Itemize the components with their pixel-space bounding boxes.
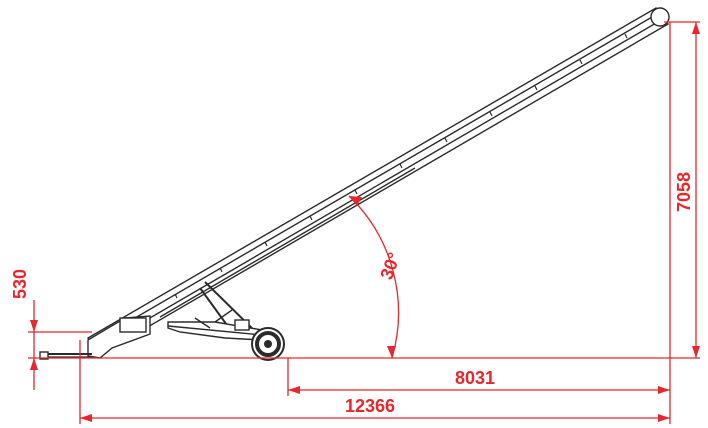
horizontal-reach-label: 8031 (455, 368, 495, 388)
head-pulley (650, 7, 670, 27)
angle-arc (348, 195, 400, 359)
wheel (251, 327, 285, 361)
conveyor-frame (39, 7, 670, 360)
dimension-lines (28, 21, 700, 424)
conveyor-rail-inner (94, 18, 664, 351)
conveyor-belt-top (91, 12, 660, 344)
conveyor-rail-lower (159, 167, 416, 318)
dimension-arrows (30, 22, 700, 422)
max-height-label: 7058 (674, 172, 694, 212)
conveyor-rollers (129, 33, 628, 325)
total-length-label: 12366 (345, 396, 395, 416)
inlet-height-label: 530 (10, 269, 30, 299)
wheel-hub-icon (264, 340, 272, 348)
tail-motor (119, 317, 147, 333)
angle-label: 30° (376, 250, 404, 282)
